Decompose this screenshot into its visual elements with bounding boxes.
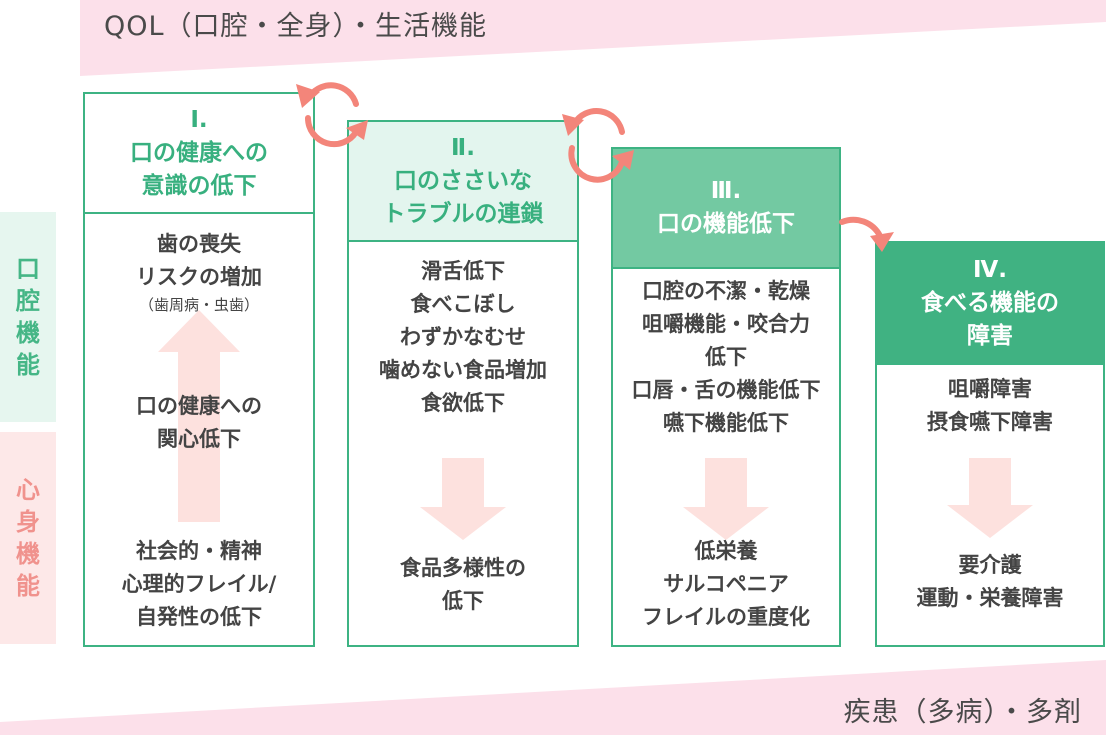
stage-1-number: Ⅰ.: [190, 106, 208, 133]
text-line: 低下: [705, 345, 747, 369]
qol-band: [80, 0, 1106, 76]
stage-3-down-arrow: [683, 458, 769, 540]
text-line: 食品多様性の: [400, 556, 526, 580]
text-line: フレイルの重度化: [642, 605, 810, 629]
stage-2-down-arrow: [420, 458, 506, 540]
stage-3-bottom-text: 低栄養 サルコペニア フレイルの重度化: [613, 535, 839, 634]
stage-4-header: Ⅳ. 食べる機能の 障害: [877, 243, 1103, 365]
text-line: 運動・栄養障害: [916, 586, 1064, 610]
stage-2-title-line: トラブルの連鎖: [382, 200, 544, 227]
stage-1-up-arrow: [158, 310, 240, 522]
stage-2-bottom-text: 食品多様性の 低下: [349, 552, 577, 618]
stage-2-title-line: 口のささいな: [394, 167, 532, 194]
stage-4-box: Ⅳ. 食べる機能の 障害 咀嚼障害 摂食嚥下障害 要介護 運動・栄養障害: [875, 241, 1105, 647]
stage-3-box: Ⅲ. 口の機能低下 口腔の不潔・乾燥 咀嚼機能・咬合力 低下 口唇・舌の機能低下…: [611, 147, 841, 647]
stage-1-header: Ⅰ. 口の健康への 意識の低下: [85, 94, 313, 214]
stage-2-header: Ⅱ. 口のささいな トラブルの連鎖: [349, 122, 577, 242]
stage-1-box: Ⅰ. 口の健康への 意識の低下 歯の喪失 リスクの増加 （歯周病・虫歯） 口の健…: [83, 92, 315, 647]
side-char: 心: [16, 476, 40, 504]
text-line: 噛めない食品増加: [379, 358, 547, 382]
text-line: 低栄養: [694, 539, 758, 563]
text-line: 口腔の不潔・乾燥: [642, 279, 810, 303]
text-line: 心理的フレイル/: [121, 572, 277, 596]
stage-3-top-text: 口腔の不潔・乾燥 咀嚼機能・咬合力 低下 口唇・舌の機能低下 嚥下機能低下: [613, 275, 839, 440]
text-line: 咀嚼障害: [948, 377, 1032, 401]
text-line: 咀嚼機能・咬合力: [642, 312, 810, 336]
text-line: 口唇・舌の機能低下: [631, 378, 821, 402]
side-char: 機: [16, 540, 40, 568]
stage-4-down-arrow: [947, 458, 1033, 538]
stage-4-top-text: 咀嚼障害 摂食嚥下障害: [877, 373, 1103, 439]
text-line: 社会的・精神: [136, 539, 262, 563]
side-char: 腔: [16, 287, 40, 315]
qol-band-text: QOL（口腔・全身）・生活機能: [104, 11, 488, 42]
stage-4-bottom-text: 要介護 運動・栄養障害: [877, 549, 1103, 615]
stage-2-number: Ⅱ.: [451, 134, 475, 161]
side-label-mind-body-function: 心 身 機 能: [0, 432, 56, 644]
text-note: （歯周病・虫歯）: [138, 296, 259, 314]
text-line: わずかなむせ: [400, 325, 526, 349]
text-line: 嚥下機能低下: [663, 411, 789, 435]
stage-2-box: Ⅱ. 口のささいな トラブルの連鎖 滑舌低下 食べこぼし わずかなむせ 噛めない…: [347, 120, 579, 647]
stage-1-bottom-text: 社会的・精神 心理的フレイル/ 自発性の低下: [85, 535, 313, 634]
disease-band-text: 疾患（多病）・多剤: [843, 697, 1082, 728]
text-line: 自発性の低下: [136, 605, 262, 629]
stage-3-number: Ⅲ.: [710, 178, 742, 204]
text-line: 歯の喪失: [157, 232, 241, 256]
side-char: 能: [16, 351, 40, 379]
side-char: 機: [16, 319, 40, 347]
stage-3-title-line: 口の機能低下: [657, 211, 795, 237]
stage-4-title-line: 食べる機能の: [921, 289, 1059, 316]
stage-1-title-line: 口の健康への: [130, 139, 268, 166]
stage-1-title-line: 意識の低下: [141, 172, 257, 199]
text-line: 食べこぼし: [410, 292, 516, 316]
side-char: 能: [16, 572, 40, 600]
stage-4-title-line: 障害: [967, 322, 1013, 349]
stage-2-top-text: 滑舌低下 食べこぼし わずかなむせ 噛めない食品増加 食欲低下: [349, 255, 577, 420]
text-line: 滑舌低下: [421, 259, 505, 283]
text-line: 摂食嚥下障害: [927, 410, 1053, 434]
side-char: 口: [16, 255, 40, 283]
text-line: 関心低下: [157, 427, 241, 451]
text-line: 低下: [442, 589, 484, 613]
stage-1-top-text: 歯の喪失 リスクの増加 （歯周病・虫歯）: [85, 228, 313, 316]
text-line: リスクの増加: [136, 265, 262, 289]
text-line: サルコペニア: [663, 572, 789, 596]
stage-3-header: Ⅲ. 口の機能低下: [613, 149, 839, 269]
side-label-oral-function: 口 腔 機 能: [0, 212, 56, 422]
text-line: 食欲低下: [421, 391, 505, 415]
side-char: 身: [16, 508, 40, 536]
text-line: 口の健康への: [136, 394, 262, 418]
stage-4-number: Ⅳ.: [972, 256, 1007, 283]
stage-1-middle-text: 口の健康への 関心低下: [85, 390, 313, 456]
text-line: 要介護: [958, 553, 1022, 577]
